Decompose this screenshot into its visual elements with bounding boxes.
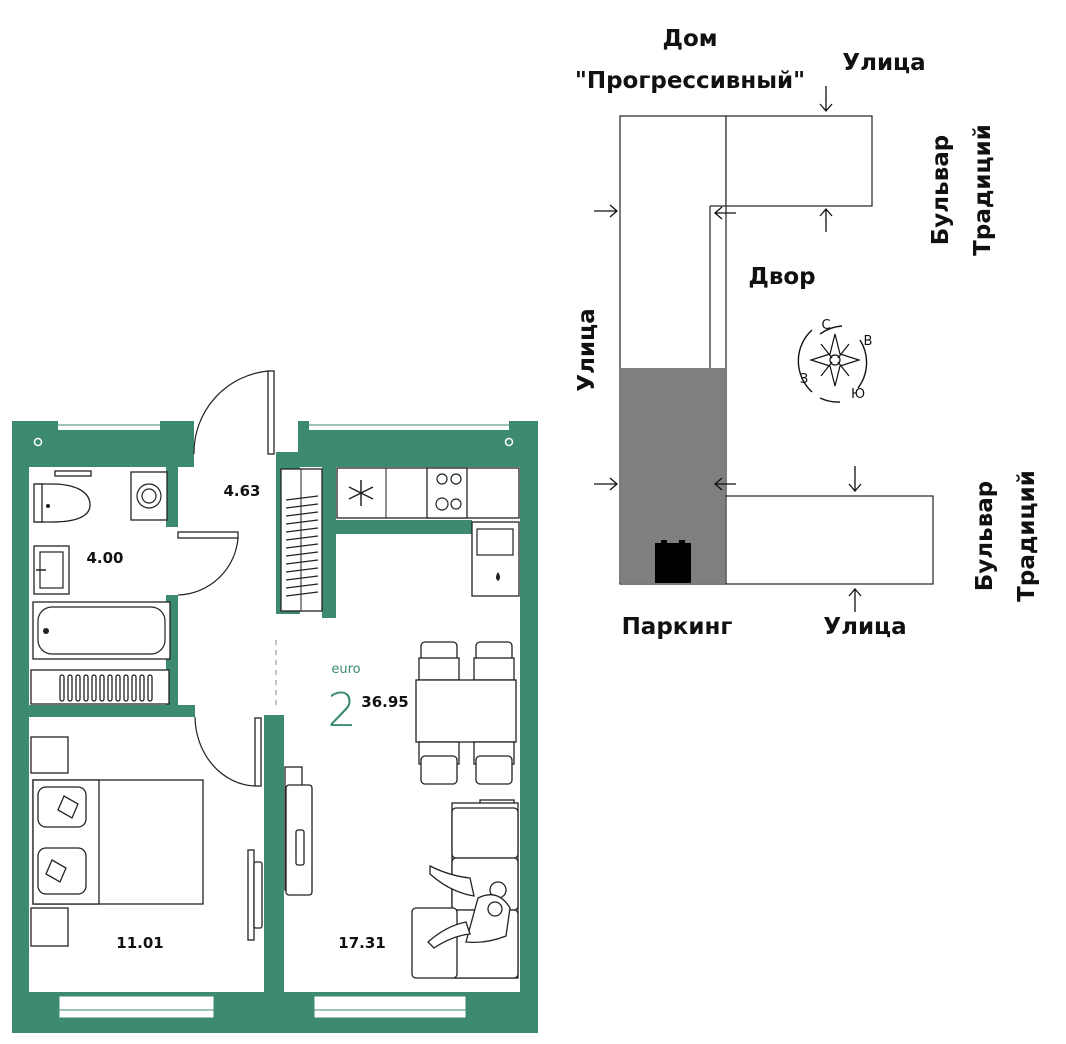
tv-console <box>284 766 313 896</box>
boulevard-top-line1: Бульвар <box>928 135 954 245</box>
bed <box>30 736 204 947</box>
toilet <box>33 470 92 523</box>
compass-west-label: З <box>800 372 808 387</box>
bedroom-tv <box>247 849 263 941</box>
living-area-label: 17.31 <box>338 934 385 952</box>
bedroom-door <box>194 640 277 787</box>
seated-people-illustration <box>427 864 511 949</box>
house-name-line1: Дом <box>662 26 717 52</box>
apartment-type-label: euro <box>331 662 360 677</box>
dining-table <box>415 641 517 785</box>
towel-radiator <box>30 669 170 705</box>
apartment-type-badge: euro 2 36.95 <box>327 662 408 737</box>
room-area-labels: 4.63 4.00 11.01 17.31 <box>86 482 385 952</box>
bathroom-area-label: 4.00 <box>86 549 123 567</box>
kitchen-sink <box>471 521 520 597</box>
hall-wardrobe <box>280 468 323 612</box>
kitchen-counter <box>336 467 520 519</box>
boulevard-top-line2: Традиций <box>970 124 996 256</box>
compass-east-label: В <box>864 334 873 349</box>
bathroom-door <box>177 531 239 596</box>
compass-north-label: С <box>821 318 830 333</box>
rooms-count: 2 <box>327 683 356 737</box>
compass-south-label: Ю <box>851 387 865 402</box>
street-left-label: Улица <box>574 308 600 391</box>
bathtub <box>32 601 171 660</box>
parking-entrance-marker <box>655 543 691 583</box>
entry-door <box>193 370 276 467</box>
windows <box>33 420 514 1019</box>
street-bottom-label: Улица <box>823 614 906 640</box>
site-map-labels: Дом "Прогрессивный" Улица Двор Паркинг У… <box>574 26 1040 640</box>
floor-plan: 4.63 4.00 11.01 17.31 euro 2 36.95 <box>12 370 538 1033</box>
parking-label: Паркинг <box>622 614 733 640</box>
bedroom-area-label: 11.01 <box>116 934 163 952</box>
hall-area-label: 4.63 <box>223 482 260 500</box>
site-map: С В Ю З Дом "Прогрессивный" Улица Двор П… <box>574 26 1040 640</box>
yard-label: Двор <box>748 264 815 290</box>
compass-rose-icon: С В Ю З <box>797 318 873 403</box>
total-area-label: 36.95 <box>361 693 408 711</box>
street-top-label: Улица <box>842 50 925 76</box>
sink <box>33 545 70 595</box>
snowflake-icon <box>348 480 374 506</box>
house-name-line2: "Прогрессивный" <box>575 68 805 94</box>
boulevard-bottom-line1: Бульвар <box>972 481 998 591</box>
entrance-arrow-icon <box>594 86 862 612</box>
boulevard-bottom-line2: Традиций <box>1014 470 1040 602</box>
washing-machine <box>130 471 168 521</box>
